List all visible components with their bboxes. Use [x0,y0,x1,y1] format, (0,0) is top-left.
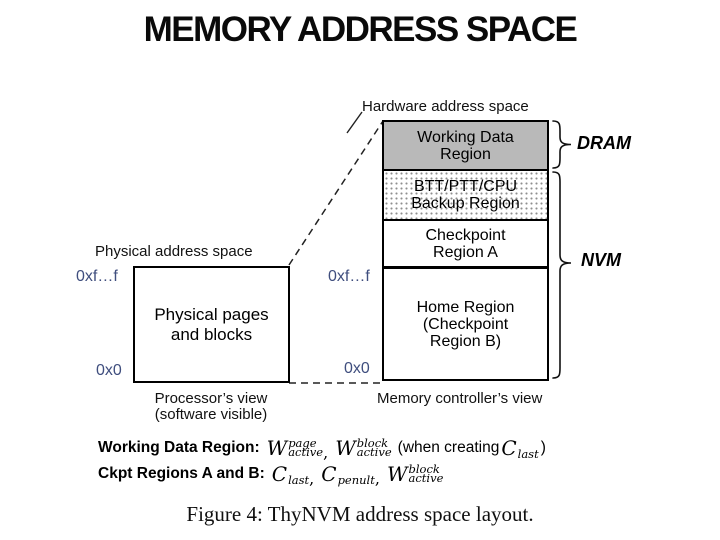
page-title: MEMORY ADDRESS SPACE [143,10,578,49]
controller-view-caption: Memory controller’s view [377,390,543,407]
legend2-comma1: , [309,468,315,488]
nvm-brace-icon [552,171,572,379]
region-working-data-label: Working Data Region [417,128,514,163]
legend2-label: Ckpt Regions A and B [98,465,260,482]
math-c-penult-sub: penult [337,473,375,487]
physical-box-label: Physical pages and blocks [154,304,269,344]
math-w-block2-scripts: block active [408,461,444,485]
legend1-colon: : [254,439,260,456]
dram-label: DRAM [577,133,631,153]
region-btt-ptt-cpu-backup-label: BTT/PTT/CPU Backup Region [411,178,520,212]
legend1-close-paren: ) [540,439,546,456]
legend-line-working-data: Working Data Region: W page active , W b… [98,435,546,461]
processor-view-line2: (software visible) [154,406,268,423]
legend-line-ckpt-regions: Ckpt Regions A and B: C last , C penult … [98,461,443,487]
physical-address-space-box: Physical pages and blocks [133,266,290,383]
processor-view-caption: Processor’s view (software visible) [124,391,298,423]
math-c-last-base: C [501,436,517,460]
legend1-comma: , [323,442,329,462]
legend2-comma2: , [374,468,380,488]
hardware-address-space-label: Hardware address space [362,98,529,115]
math-w-block2-sup: block [408,461,440,476]
math-w-block-sub: active [356,445,392,459]
legend1-when-text: (when creating [397,439,500,456]
region-checkpoint-a-label: Checkpoint Region A [425,226,506,261]
address-label-left-bottom: 0x0 [96,362,122,379]
region-home-label: Home Region (Checkpoint Region B) [416,298,515,350]
legend2-colon: : [259,465,265,482]
address-label-right-bottom: 0x0 [344,360,370,377]
figure-caption: Figure 4: ThyNVM address space layout. [186,502,534,526]
legend1-label: Working Data Region [98,439,255,456]
hardware-address-space-box: Working Data Region BTT/PTT/CPU Backup R… [382,120,549,381]
dram-brace-icon [552,120,572,169]
processor-view-line1: Processor’s view [154,390,268,407]
math-c-last2-base: C [271,462,288,486]
math-w-page-sub: active [288,445,324,459]
address-label-left-top: 0xf…f [76,268,118,285]
math-w-page-active-scripts: page active [288,435,324,459]
math-c-last2-sub: last [288,473,310,487]
math-w-block2-sub: active [408,471,444,485]
math-w-block-sup: block [356,435,389,450]
math-w-page-sup: page [288,435,317,450]
nvm-label: NVM [581,250,621,270]
math-c-penult-base: C [321,462,337,486]
address-label-right-top: 0xf…f [328,268,370,285]
region-working-data: Working Data Region [384,122,547,171]
math-w-block-active-base: W [335,436,356,460]
region-btt-ptt-cpu-backup: BTT/PTT/CPU Backup Region [384,171,547,221]
region-home: Home Region (Checkpoint Region B) [384,269,547,379]
math-w-block-active-scripts: block active [356,435,392,459]
physical-address-space-label: Physical address space [95,243,253,260]
math-c-last-sub: last [517,447,539,461]
math-w-page-active-base: W [266,436,288,460]
region-checkpoint-a: Checkpoint Region A [384,221,547,269]
math-w-block2-base: W [386,462,408,486]
